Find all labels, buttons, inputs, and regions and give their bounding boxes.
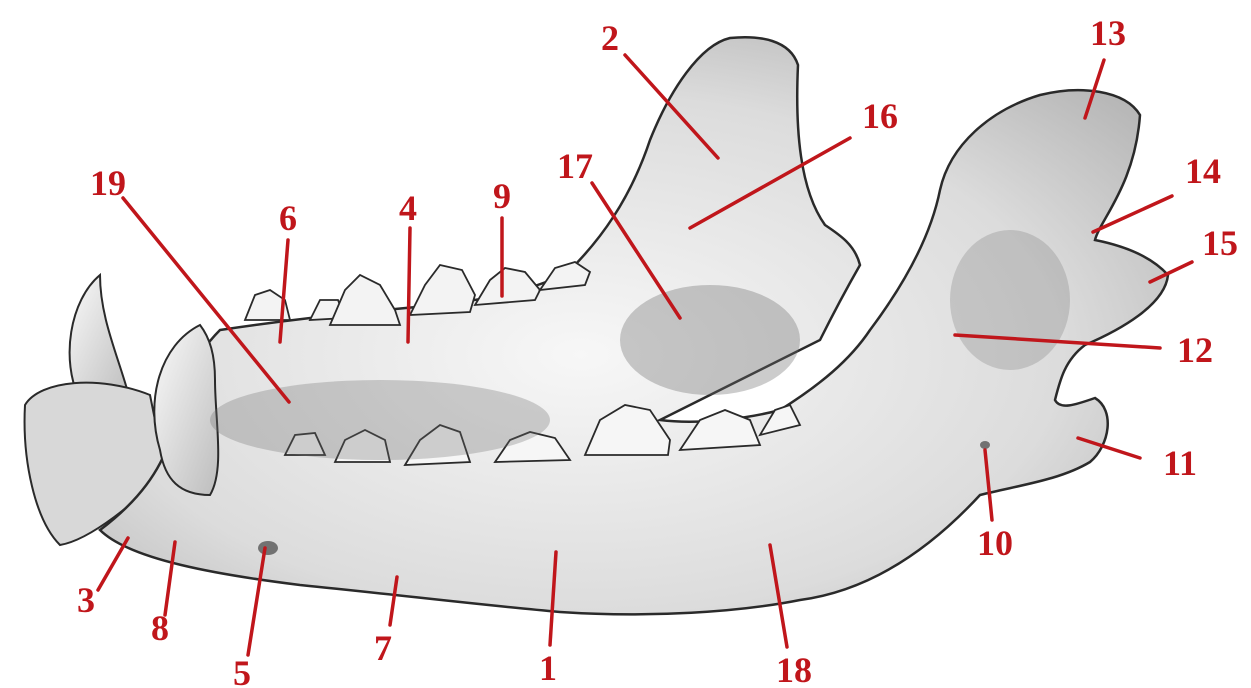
upper-canine-tooth — [70, 275, 130, 400]
mandibular-foramen-mark — [980, 441, 990, 449]
mental-foramen — [258, 541, 278, 555]
label-11: 11 — [1163, 443, 1197, 483]
label-18: 18 — [776, 650, 812, 688]
label-12: 12 — [1177, 330, 1213, 370]
label-6: 6 — [279, 198, 297, 238]
label-14: 14 — [1185, 151, 1221, 191]
label-17: 17 — [557, 146, 593, 186]
label-9: 9 — [493, 176, 511, 216]
label-7: 7 — [374, 628, 392, 668]
label-1: 1 — [539, 648, 557, 688]
label-15: 15 — [1202, 223, 1238, 263]
coronoid-shadow — [620, 285, 800, 395]
leader-line-4 — [408, 228, 410, 342]
label-8: 8 — [151, 608, 169, 648]
ramus-shadow — [950, 230, 1070, 370]
label-10: 10 — [977, 523, 1013, 563]
label-5: 5 — [233, 653, 251, 688]
body-shadow — [210, 380, 550, 460]
label-4: 4 — [399, 188, 417, 228]
label-13: 13 — [1090, 13, 1126, 53]
label-2: 2 — [601, 18, 619, 58]
label-19: 19 — [90, 163, 126, 203]
label-16: 16 — [862, 96, 898, 136]
label-3: 3 — [77, 580, 95, 620]
leader-line-3 — [98, 538, 128, 590]
